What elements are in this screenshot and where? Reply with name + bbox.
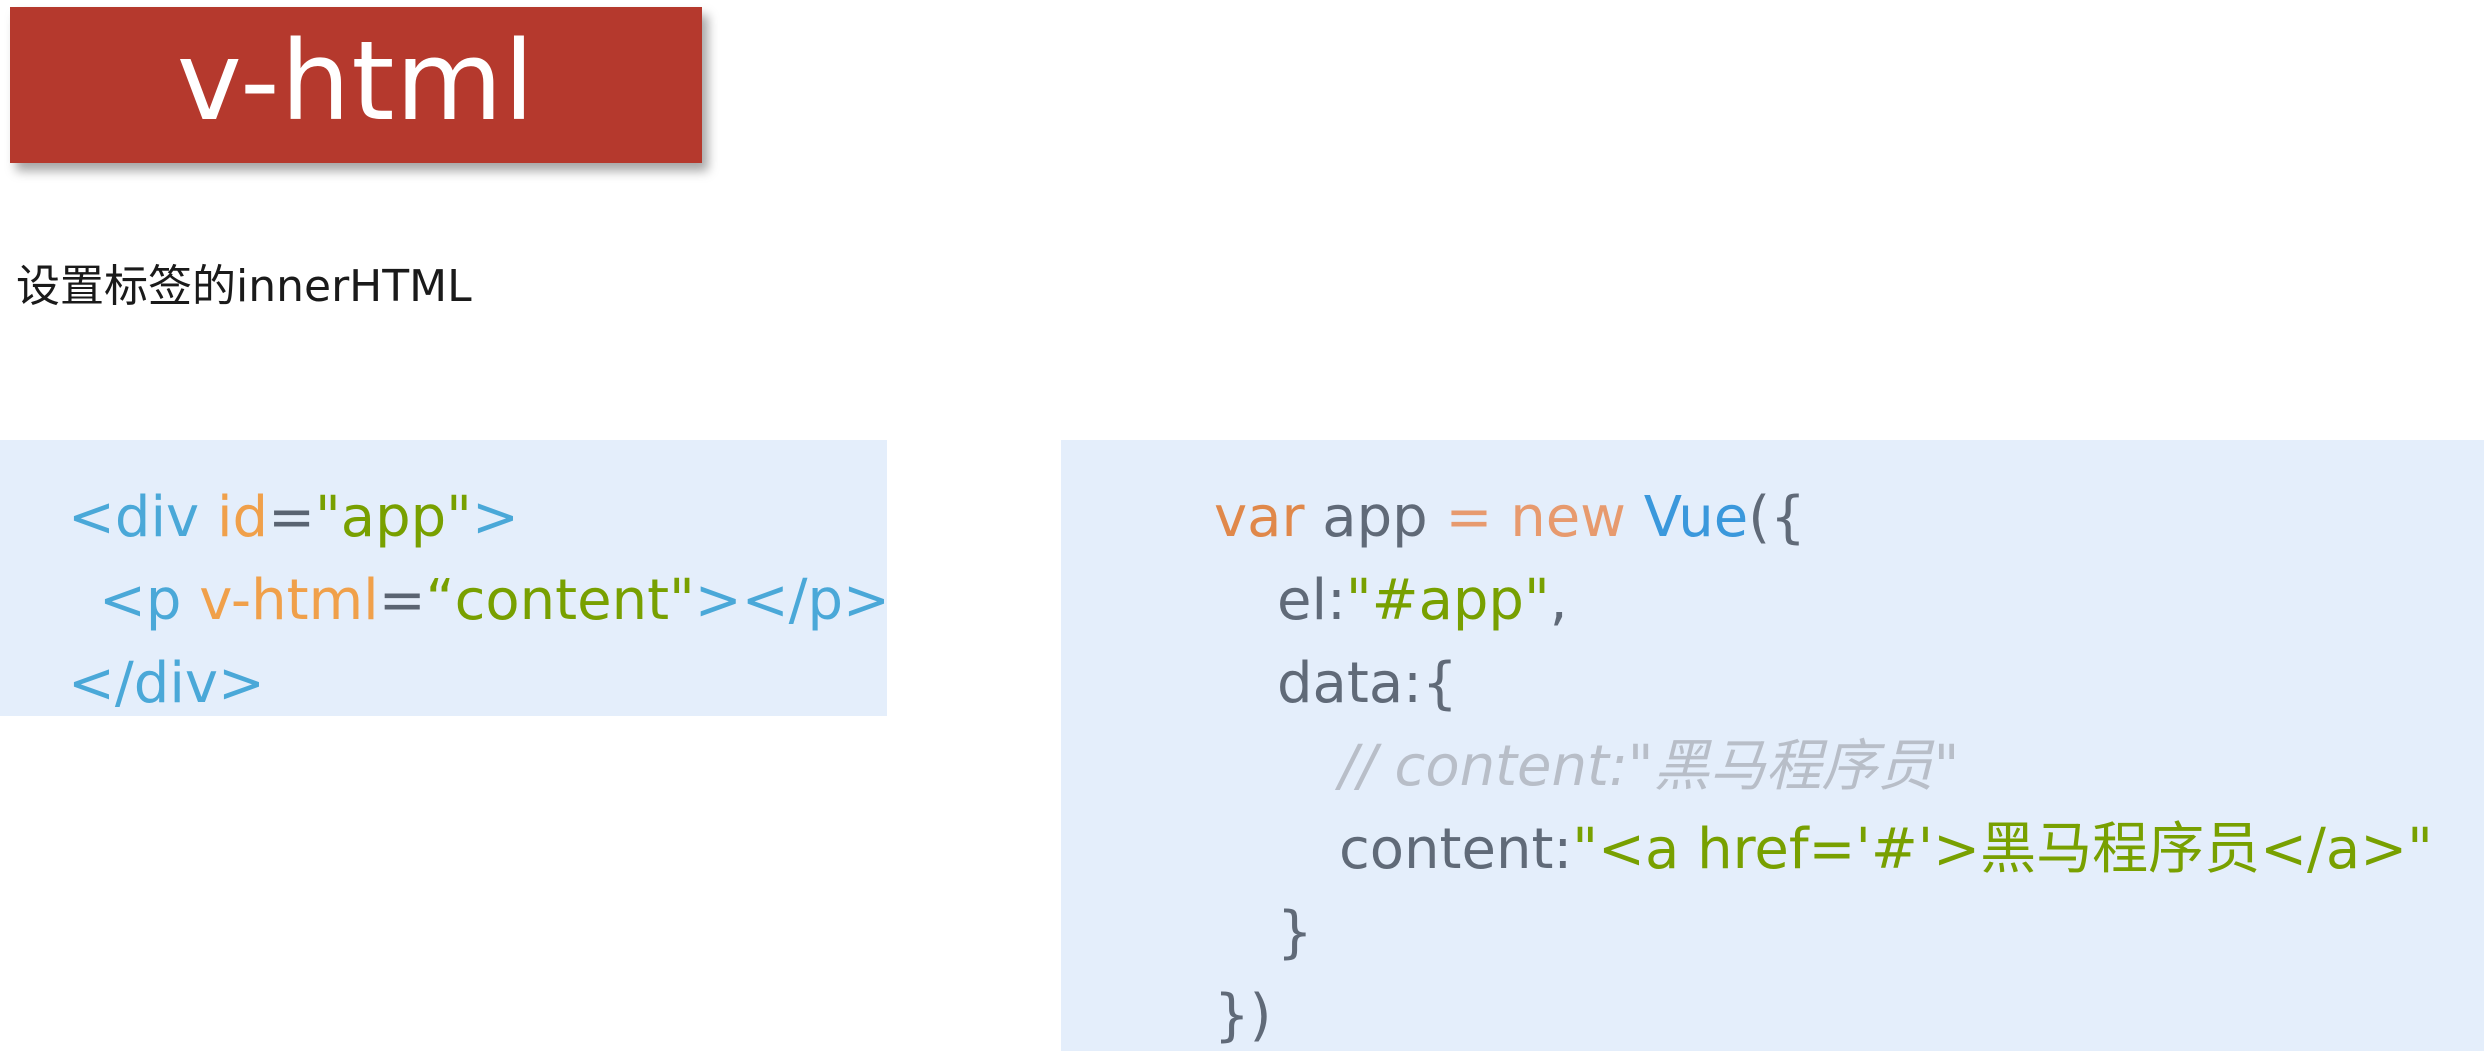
js-class-name: Vue xyxy=(1643,485,1749,550)
html-tag-close: ></p> xyxy=(694,568,890,633)
html-code-panel: <div id="app"> <p v-html=“content"></p> … xyxy=(0,440,890,716)
html-code-line-2: <p v-html=“content"></p> xyxy=(99,559,890,642)
js-code-line-1: var app = new Vue({ xyxy=(1214,476,1806,559)
js-code-line-4: // content:"黑马程序员" xyxy=(1339,725,1959,808)
js-string: "#app" xyxy=(1345,568,1550,633)
html-attribute: v-html xyxy=(199,568,379,633)
js-code-line-7: }) xyxy=(1214,974,1271,1057)
html-code-line-1: <div id="app"> xyxy=(68,476,519,559)
js-operator: = xyxy=(1445,485,1493,550)
js-key: data:{ xyxy=(1277,651,1458,716)
html-tag-open: <p xyxy=(99,568,182,633)
js-key: el: xyxy=(1277,568,1346,633)
js-comment: // content:"黑马程序员" xyxy=(1339,734,1960,799)
js-code-panel: var app = new Vue({ el:"#app", data:{ //… xyxy=(1061,440,2484,1051)
js-punctuation: } xyxy=(1277,900,1313,965)
js-punctuation: }) xyxy=(1214,983,1272,1048)
js-identifier: app xyxy=(1304,485,1446,550)
js-keyword-var: var xyxy=(1214,485,1305,550)
html-equals: = xyxy=(268,485,316,550)
html-attribute: id xyxy=(216,485,269,550)
js-code-line-2: el:"#app", xyxy=(1277,559,1568,642)
html-tag-open: <div xyxy=(68,485,200,550)
js-code-line-3: data:{ xyxy=(1277,642,1458,725)
js-punctuation: ({ xyxy=(1748,485,1806,550)
html-attribute-value: “content" xyxy=(425,568,695,633)
js-keyword-new: new xyxy=(1492,485,1644,550)
js-key: content: xyxy=(1339,817,1573,882)
js-punctuation: , xyxy=(1549,568,1568,633)
slide-subtitle: 设置标签的innerHTML xyxy=(16,261,472,312)
html-tag-close: </div> xyxy=(68,651,265,716)
slide-title-box: v-html xyxy=(10,7,702,163)
js-code-line-5: content:"<a href='#'>黑马程序员</a>" xyxy=(1339,808,2433,891)
js-string: "<a href='#'>黑马程序员</a>" xyxy=(1572,817,2433,882)
js-code-line-6: } xyxy=(1277,891,1313,974)
html-equals: = xyxy=(378,568,426,633)
slide-title: v-html xyxy=(176,17,536,145)
html-code-line-3: </div> xyxy=(68,642,265,725)
html-attribute-value: "app" xyxy=(315,485,472,550)
html-tag-close: > xyxy=(471,485,519,550)
